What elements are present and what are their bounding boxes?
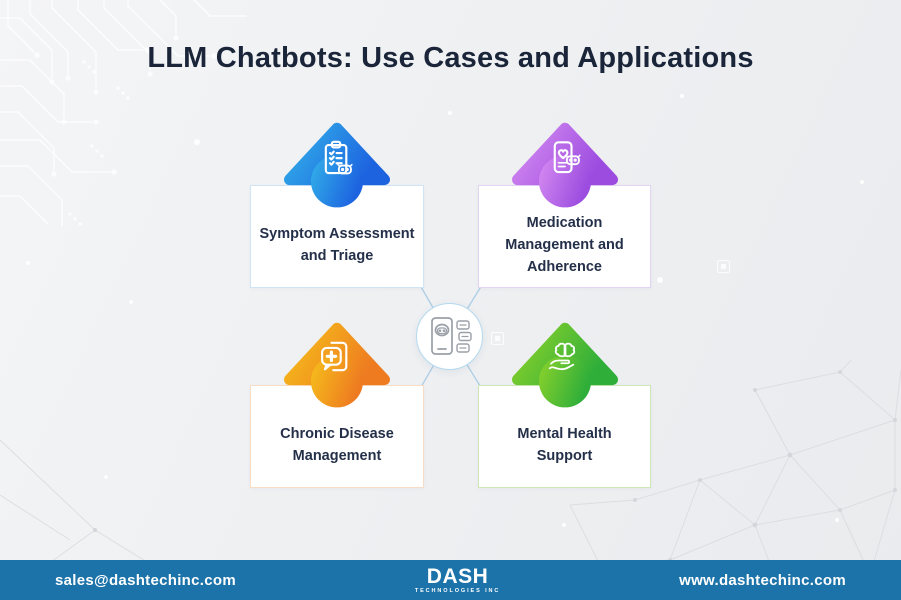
arrow-shape-purple: [511, 122, 618, 208]
footer-bar: sales@dashtechinc.com DASH TECHNOLOGIES …: [0, 560, 901, 600]
chatbot-phone-with-chat-bubbles-icon: [430, 316, 472, 355]
dash-logo-subtitle: TECHNOLOGIES INC: [414, 587, 501, 594]
footer-website: www.dashtechinc.com: [679, 571, 846, 589]
bg-dot: [860, 180, 864, 184]
phone-heart-bot-icon: [553, 141, 581, 174]
bg-dot: [448, 111, 452, 115]
bg-dot: [747, 62, 751, 66]
use-case-card-mental-health: Mental Health Support: [478, 322, 651, 488]
card-label-line: Adherence: [527, 258, 602, 275]
phone-chat-medical-cross-icon: [321, 341, 348, 372]
center-hub-circle: [416, 303, 483, 370]
bg-dot: [835, 518, 839, 522]
bg-dot: [129, 300, 133, 304]
circuit-pattern-decoration: [0, 0, 247, 227]
mesh-lines-decoration: [0, 439, 161, 570]
arrow-shape-green: [511, 322, 618, 408]
hand-holding-brain-icon: [548, 342, 575, 371]
dash-logo: DASH TECHNOLOGIES INC: [415, 566, 500, 595]
footer-email: sales@dashtechinc.com: [55, 571, 236, 589]
card-label-line: Support: [536, 447, 593, 464]
arrow-shape-blue: [283, 122, 391, 208]
use-case-card-medication-management: Medication Management and Adherence: [478, 122, 651, 288]
bg-dot: [26, 261, 30, 265]
page-title: LLM Chatbots: Use Cases and Applications: [147, 42, 754, 74]
bg-dot: [562, 523, 566, 527]
bg-dot: [194, 139, 200, 145]
bg-square-decoration: [491, 332, 504, 345]
card-label-line: Mental Health: [517, 425, 612, 442]
card-label-line: Symptom Assessment: [259, 225, 415, 242]
use-case-card-symptom-assessment: Symptom Assessment and Triage: [250, 122, 424, 288]
card-label-line: Medication: [526, 214, 603, 231]
bg-square-decoration: [717, 260, 730, 273]
dash-logo-title: DASH: [426, 564, 489, 588]
bg-dot: [104, 475, 108, 479]
card-label-line: Chronic Disease: [280, 425, 394, 442]
card-label-line: Management and: [505, 236, 624, 253]
bg-dot: [680, 94, 684, 98]
clipboard-checklist-bot-icon: [324, 140, 353, 175]
card-label-line: and Triage: [300, 247, 374, 264]
card-label-line: Management: [292, 447, 382, 464]
bg-dot: [657, 277, 663, 283]
arrow-shape-orange: [283, 322, 391, 408]
use-case-card-chronic-disease: Chronic Disease Management: [250, 322, 424, 488]
